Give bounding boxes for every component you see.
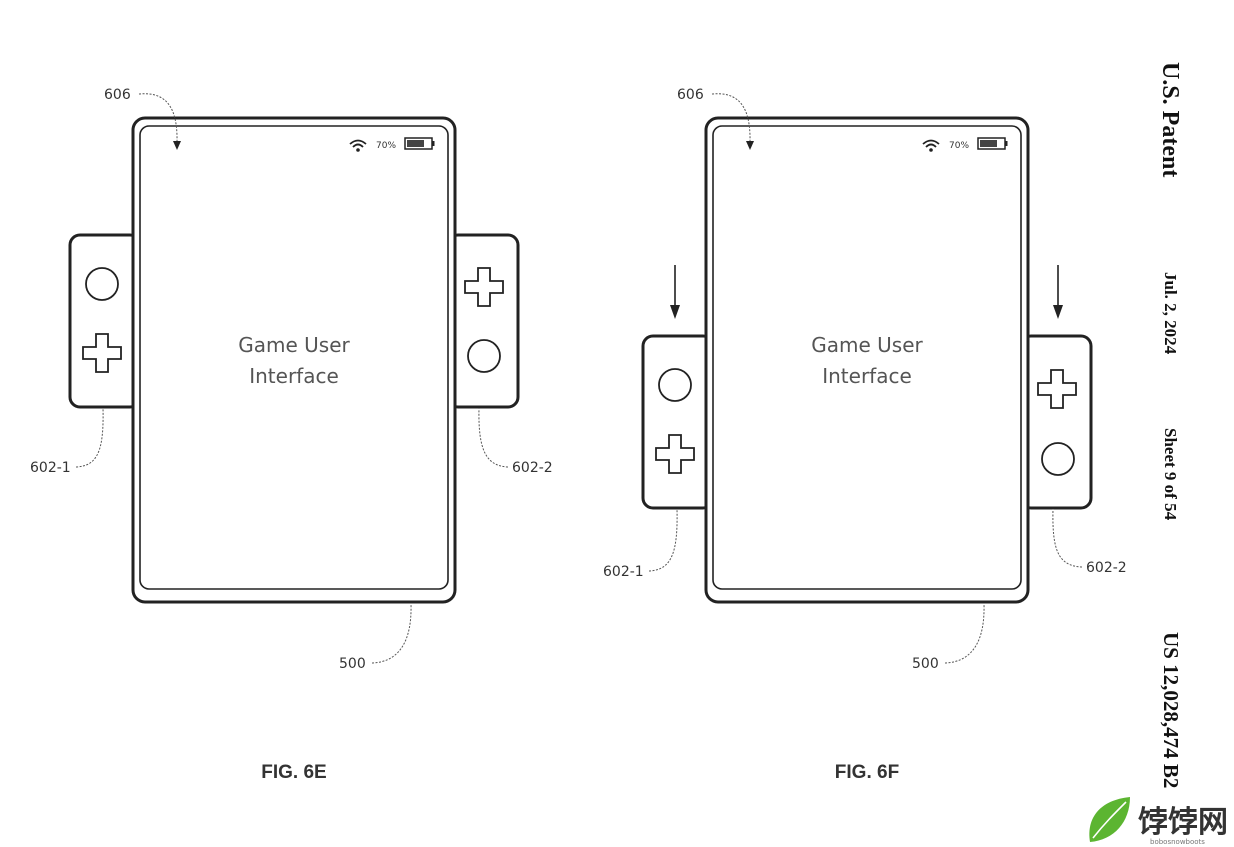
action-button-icon bbox=[1041, 442, 1075, 476]
leader-line bbox=[648, 508, 678, 572]
screen-text-line2: Interface bbox=[822, 364, 912, 388]
ref-500: 500 bbox=[339, 656, 366, 672]
ref-602-2: 602-2 bbox=[512, 460, 553, 476]
dpad-icon bbox=[1037, 369, 1077, 409]
down-arrow-icon bbox=[1053, 265, 1063, 319]
screen-text-line1: Game User bbox=[811, 333, 923, 357]
leader-arrowhead bbox=[173, 141, 181, 150]
watermark-name: 饽饽网 bbox=[1138, 805, 1228, 840]
action-button-icon bbox=[467, 339, 501, 373]
figure-6e: 70% Game User Interface 606 602-1 602-2 … bbox=[30, 87, 553, 783]
patent-sheet: Sheet 9 of 54 bbox=[1161, 428, 1180, 521]
leader-line bbox=[1052, 508, 1083, 568]
ref-602-1: 602-1 bbox=[603, 564, 644, 580]
battery-icon bbox=[404, 137, 435, 150]
screen-text-line1: Game User bbox=[238, 333, 350, 357]
dpad-icon bbox=[82, 333, 122, 373]
patent-header: U.S. Patent Jul. 2, 2024 Sheet 9 of 54 U… bbox=[1157, 62, 1183, 788]
patent-date: Jul. 2, 2024 bbox=[1161, 272, 1180, 355]
dpad-icon bbox=[464, 267, 504, 307]
battery-percent: 70% bbox=[376, 141, 396, 151]
battery-percent: 70% bbox=[949, 141, 969, 151]
left-controller bbox=[641, 334, 715, 510]
ref-602-2: 602-2 bbox=[1086, 560, 1127, 576]
leader-line bbox=[711, 93, 751, 143]
figure-label: FIG. 6F bbox=[835, 762, 899, 783]
figure-label: FIG. 6E bbox=[261, 762, 326, 783]
wifi-icon bbox=[349, 139, 367, 152]
action-button-icon bbox=[658, 368, 692, 402]
action-button-icon bbox=[85, 267, 119, 301]
leader-line bbox=[944, 603, 985, 664]
ref-606: 606 bbox=[104, 87, 131, 103]
dpad-icon bbox=[655, 434, 695, 474]
figure-6f: 70% Game User Interface 606 602-1 602-2 … bbox=[603, 87, 1127, 783]
device-frame bbox=[704, 116, 1030, 604]
ref-606: 606 bbox=[677, 87, 704, 103]
leader-line bbox=[478, 407, 509, 468]
screen-text-line2: Interface bbox=[249, 364, 339, 388]
ref-602-1: 602-1 bbox=[30, 460, 71, 476]
left-controller bbox=[68, 233, 142, 409]
right-controller bbox=[1019, 334, 1093, 510]
leader-line bbox=[138, 93, 178, 143]
wifi-icon bbox=[922, 139, 940, 152]
battery-icon bbox=[977, 137, 1008, 150]
leader-arrowhead bbox=[746, 141, 754, 150]
device-frame bbox=[131, 116, 457, 604]
right-controller bbox=[446, 233, 520, 409]
leader-line bbox=[75, 407, 104, 468]
patent-title: U.S. Patent bbox=[1157, 62, 1183, 177]
watermark-sub: bobosnowboots bbox=[1150, 838, 1205, 846]
leader-line bbox=[371, 603, 412, 664]
down-arrow-icon bbox=[670, 265, 680, 319]
ref-500: 500 bbox=[912, 656, 939, 672]
watermark-logo: 饽饽网 bobosnowboots bbox=[1089, 797, 1228, 846]
patent-number: US 12,028,474 B2 bbox=[1159, 632, 1183, 788]
